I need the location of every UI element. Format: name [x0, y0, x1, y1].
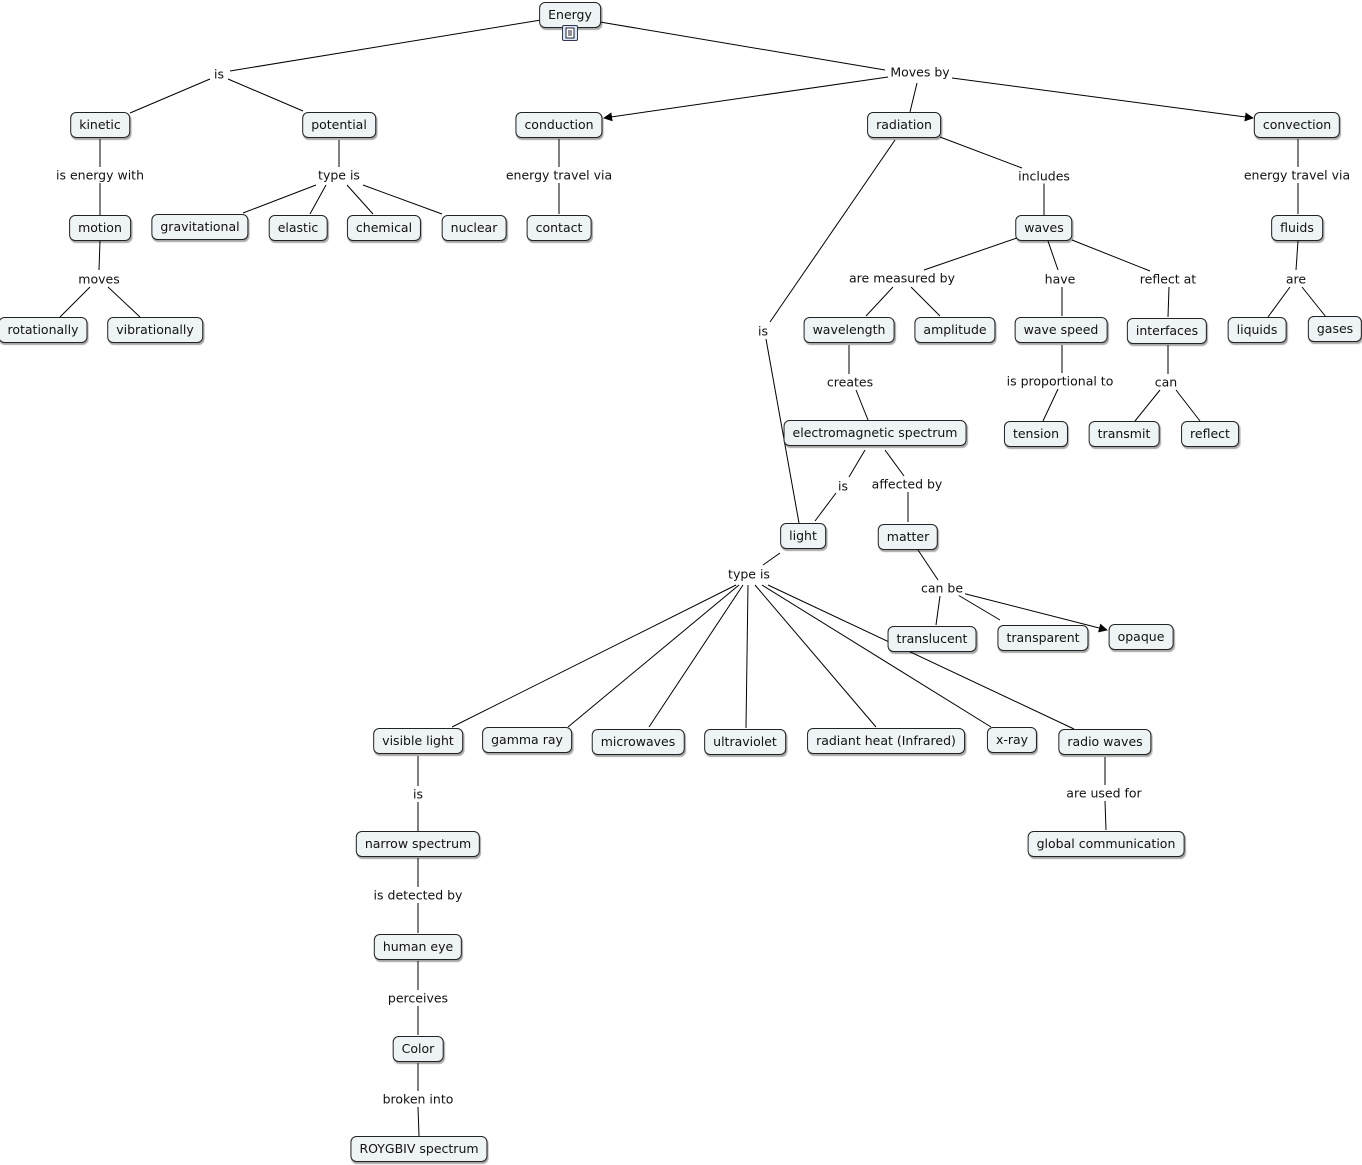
concept-radiant-heat[interactable]: radiant heat (Infrared): [807, 728, 965, 754]
concept-conduction[interactable]: conduction: [515, 112, 603, 138]
concept-gases[interactable]: gases: [1307, 316, 1362, 342]
link-label-includes: includes: [1016, 168, 1072, 184]
link-label-energy-travel-via-conduction: energy travel via: [503, 167, 615, 183]
concept-transparent[interactable]: transparent: [997, 625, 1089, 651]
link-label-visible-is: is: [411, 786, 425, 802]
concept-ultraviolet[interactable]: ultraviolet: [704, 729, 786, 755]
concept-gamma-ray[interactable]: gamma ray: [482, 727, 572, 753]
concept-roygbiv-spectrum[interactable]: ROYGBIV spectrum: [350, 1136, 488, 1162]
concept-electromagnetic-spectrum[interactable]: electromagnetic spectrum: [783, 420, 967, 446]
concept-kinetic[interactable]: kinetic: [70, 112, 130, 138]
link-label-energy-is: is: [212, 66, 226, 82]
link-label-can-be: can be: [918, 580, 966, 596]
link-label-creates: creates: [824, 374, 876, 390]
concept-fluids[interactable]: fluids: [1271, 215, 1323, 241]
link-label-moves: moves: [76, 271, 122, 287]
link-label-type-is-light: type is: [726, 566, 772, 582]
concept-transmit[interactable]: transmit: [1088, 421, 1160, 447]
link-label-can: can: [1152, 374, 1180, 390]
concept-narrow-spectrum[interactable]: narrow spectrum: [355, 831, 481, 857]
link-label-em-is: is: [836, 478, 850, 494]
concept-wavelength[interactable]: wavelength: [803, 317, 895, 343]
concept-light[interactable]: light: [780, 523, 826, 549]
concept-microwaves[interactable]: microwaves: [591, 729, 685, 755]
link-label-are-measured-by: are measured by: [847, 270, 957, 286]
link-label-are-used-for: are used for: [1064, 785, 1144, 801]
concept-convection[interactable]: convection: [1253, 112, 1341, 138]
link-label-moves-by: Moves by: [888, 64, 952, 80]
concept-tension[interactable]: tension: [1003, 421, 1069, 447]
concept-human-eye[interactable]: human eye: [373, 934, 463, 960]
link-label-reflect-at: reflect at: [1137, 271, 1199, 287]
concept-wave-speed[interactable]: wave speed: [1014, 317, 1108, 343]
concept-visible-light[interactable]: visible light: [373, 728, 463, 754]
link-label-affected-by: affected by: [869, 476, 945, 492]
concept-rotationally[interactable]: rotationally: [0, 317, 88, 343]
link-label-is-proportional-to: is proportional to: [1004, 373, 1116, 389]
concept-potential[interactable]: potential: [302, 112, 376, 138]
link-label-are: are: [1283, 271, 1309, 287]
link-label-perceives: perceives: [385, 990, 451, 1006]
concept-liquids[interactable]: liquids: [1227, 317, 1287, 343]
concept-motion[interactable]: motion: [69, 215, 131, 241]
concept-nuclear[interactable]: nuclear: [441, 215, 507, 241]
link-label-is-detected-by: is detected by: [371, 887, 465, 903]
concept-gravitational[interactable]: gravitational: [151, 214, 249, 240]
document-icon[interactable]: [562, 25, 578, 41]
concept-interfaces[interactable]: interfaces: [1126, 318, 1208, 344]
concept-chemical[interactable]: chemical: [346, 215, 422, 241]
link-label-type-is-potential: type is: [316, 167, 362, 183]
concept-global-communication[interactable]: global communication: [1027, 831, 1185, 857]
concept-elastic[interactable]: elastic: [268, 215, 328, 241]
concept-contact[interactable]: contact: [526, 215, 592, 241]
link-label-radiation-is: is: [756, 323, 770, 339]
link-label-is-energy-with: is energy with: [53, 167, 147, 183]
link-label-energy-travel-via-convection: energy travel via: [1241, 167, 1353, 183]
concept-matter[interactable]: matter: [877, 524, 939, 550]
concept-vibrationally[interactable]: vibrationally: [107, 317, 203, 343]
concept-radiation[interactable]: radiation: [867, 112, 941, 138]
concept-reflect[interactable]: reflect: [1181, 421, 1239, 447]
concept-x-ray[interactable]: x-ray: [986, 727, 1038, 753]
concept-opaque[interactable]: opaque: [1108, 624, 1174, 650]
concept-color[interactable]: Color: [392, 1036, 444, 1062]
link-label-broken-into: broken into: [380, 1091, 456, 1107]
concept-translucent[interactable]: translucent: [887, 626, 977, 652]
concept-radio-waves[interactable]: radio waves: [1058, 729, 1152, 755]
concept-waves[interactable]: waves: [1015, 215, 1073, 241]
link-label-have: have: [1042, 271, 1078, 287]
concept-amplitude[interactable]: amplitude: [914, 317, 996, 343]
